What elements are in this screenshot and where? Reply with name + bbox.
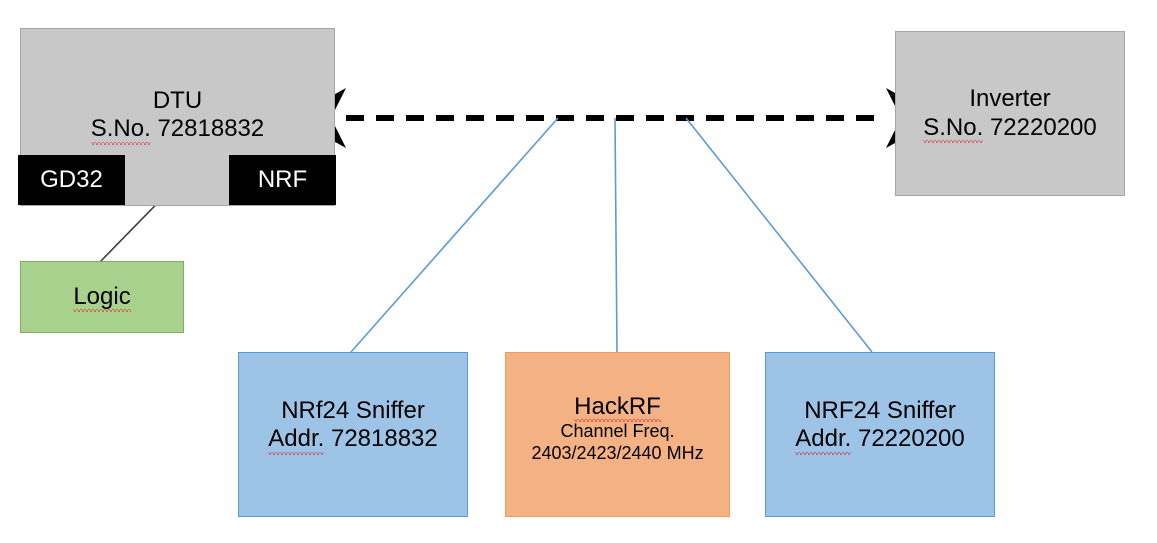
inverter-serial-value: 72220200 (989, 113, 1097, 141)
logic-label: Logic (73, 282, 132, 313)
sniffer-left-title: NRf24 Sniffer (281, 397, 425, 424)
node-sniffer-right[interactable]: NRF24 Sniffer Addr. 72220200 (765, 352, 995, 517)
sniffer-left-tap (350, 117, 559, 353)
sniffer-right-title: NRF24 Sniffer (804, 397, 956, 424)
sniffer-left-addr-label: Addr. (268, 425, 325, 455)
hackrf-sub-label: Channel Freq. (560, 421, 675, 442)
dtu-serial: S.No. 72818832 (90, 115, 265, 145)
node-gd32[interactable]: GD32 (18, 155, 125, 205)
sniffer-left-addr: Addr. 72818832 (268, 425, 438, 455)
sniffer-right-addr-label: Addr. (795, 425, 852, 455)
dtu-serial-value: 72818832 (157, 115, 265, 143)
hackrf-label: HackRF (574, 393, 661, 423)
inverter-serial-label: S.No. (923, 113, 984, 144)
dtu-label: DTU (152, 87, 203, 114)
sniffer-left-addr-value: 72818832 (330, 425, 438, 453)
node-hackrf[interactable]: HackRF Channel Freq. 2403/2423/2440 MHz (505, 352, 730, 517)
nrf-label: NRF (257, 166, 308, 193)
inverter-label: Inverter (969, 85, 1051, 113)
hackrf-freq-value: 2403/2423/2440 MHz (531, 442, 704, 463)
hackrf-tap (614, 117, 618, 353)
node-logic[interactable]: Logic (20, 261, 184, 333)
inverter-serial: S.No. 72220200 (923, 113, 1097, 144)
sniffer-right-tap (685, 117, 873, 353)
node-inverter[interactable]: Inverter S.No. 72220200 (895, 31, 1125, 196)
dtu-serial-label: S.No. (90, 115, 151, 145)
sniffer-right-addr: Addr. 72220200 (795, 425, 965, 455)
node-sniffer-left[interactable]: NRf24 Sniffer Addr. 72818832 (238, 352, 468, 517)
sniffer-right-addr-value: 72220200 (857, 425, 965, 453)
sniffer-left-label: NRf24 Sniffer (281, 397, 425, 425)
sniffer-right-label: NRF24 Sniffer (804, 397, 956, 425)
node-nrf[interactable]: NRF (229, 155, 336, 205)
gd32-label: GD32 (40, 166, 103, 193)
